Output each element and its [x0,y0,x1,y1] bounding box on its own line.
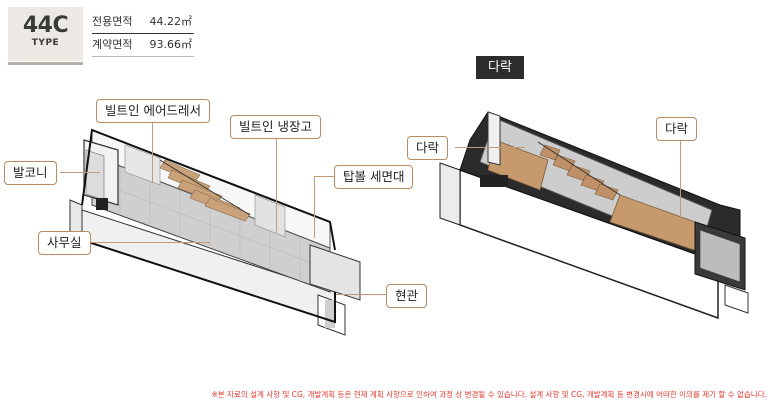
area-divider [92,33,194,34]
label-office: 사무실 [38,231,91,255]
label-builtin-airdresser: 빌트인 에어드레서 [96,99,210,123]
leader-entrance [336,294,386,295]
loft-section-title: 다락 [476,56,524,79]
area-table: 전용면적 44.22㎡ 계약면적 93.66㎡ [92,11,194,57]
label-loft-left: 다락 [407,136,449,160]
loft-plan [439,111,749,320]
area-value: 93.66㎡ [149,38,193,51]
area-divider [92,56,194,57]
label-builtin-fridge: 빌트인 냉장고 [230,115,321,139]
type-badge: 44C TYPE [8,7,83,61]
label-loft-right: 다락 [656,117,698,141]
area-row-exclusive: 전용면적 44.22㎡ [92,11,192,33]
leader-fridge [276,137,277,233]
leader-sink [314,176,315,238]
leader-balcony [60,172,100,173]
label-balcony: 발코니 [4,161,57,185]
label-entrance: 현관 [386,284,428,308]
type-label: TYPE [31,38,60,48]
area-label: 계약면적 [92,38,133,51]
area-label: 전용면적 [92,15,133,28]
leader-sink-h [314,176,334,177]
leader-airdresser [152,121,153,183]
leader-loft-right [680,139,681,217]
type-code: 44C [22,13,69,38]
leader-office [90,242,210,243]
label-sink: 탑볼 세면대 [334,165,414,189]
main-floor-plan [69,128,361,336]
disclaimer-notice: ※본 자료의 설계 사항 및 CG, 개발계획 등은 현재 계획 사항으로 인하… [211,390,767,399]
area-row-contract: 계약면적 93.66㎡ [92,34,192,56]
type-stripe [8,62,83,65]
area-value: 44.22㎡ [149,15,193,28]
leader-loft-left [455,147,525,148]
